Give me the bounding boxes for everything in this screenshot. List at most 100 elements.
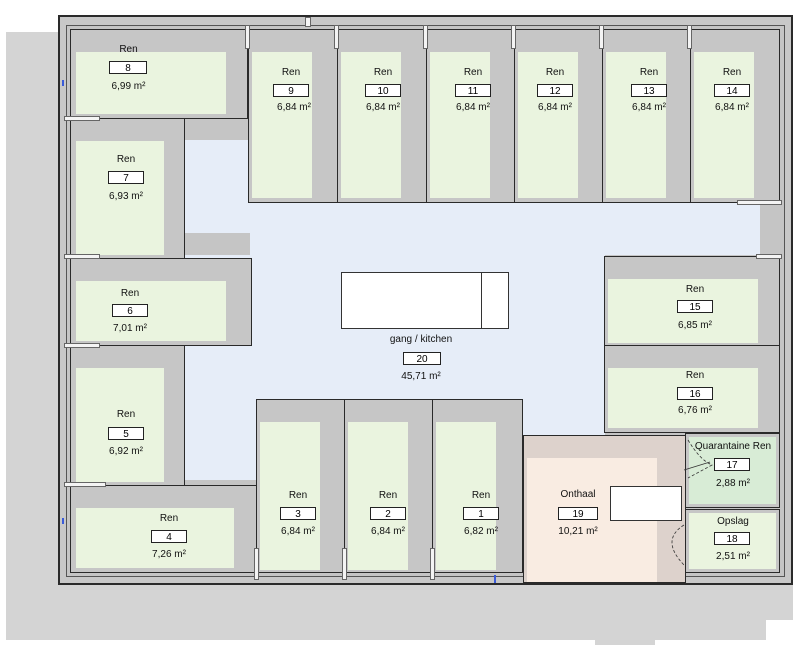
room-area: 2,88 m² xyxy=(716,478,750,489)
room-area: 6,84 m² xyxy=(632,102,666,113)
room-number: 17 xyxy=(714,458,750,471)
room-name: Ren xyxy=(119,44,138,55)
room-area: 6,93 m² xyxy=(109,191,143,202)
room-area: 6,99 m² xyxy=(111,81,146,92)
room-name: Ren xyxy=(120,288,140,299)
room-area: 6,85 m² xyxy=(678,320,712,331)
room-area: 45,71 m² xyxy=(401,371,441,382)
marker xyxy=(62,80,64,86)
room-number: 3 xyxy=(280,507,316,520)
room-name: Onthaal xyxy=(560,489,596,500)
kitchen-counter-end xyxy=(481,272,509,329)
room-2: Ren 2 6,84 m² xyxy=(344,399,434,573)
room-number: 18 xyxy=(714,532,750,545)
room-number: 6 xyxy=(112,304,148,317)
room-number: 10 xyxy=(365,84,401,97)
room-5: Ren 5 6,92 m² xyxy=(70,345,185,487)
room-17: Quarantaine Ren 17 2,88 m² xyxy=(685,433,780,508)
room-name: Ren xyxy=(378,490,398,501)
marker xyxy=(62,518,64,524)
room-area: 6,84 m² xyxy=(371,526,405,537)
door-jamb xyxy=(305,17,311,27)
room-area: 6,92 m² xyxy=(109,446,143,457)
building-shadow xyxy=(6,32,58,602)
door-arc xyxy=(687,439,713,479)
room-area: 6,84 m² xyxy=(715,102,749,113)
door-leaf xyxy=(683,461,711,471)
room-number: 20 xyxy=(403,352,441,365)
room-number: 12 xyxy=(537,84,573,97)
room-number: 15 xyxy=(677,300,713,313)
door-jamb xyxy=(423,25,428,49)
room-18: Opslag 18 2,51 m² xyxy=(685,509,780,573)
room-area: 2,51 m² xyxy=(716,551,750,562)
room-number: 14 xyxy=(714,84,750,97)
room-name: Ren xyxy=(116,409,136,420)
room-number: 4 xyxy=(151,530,187,543)
room-area: 6,84 m² xyxy=(366,102,400,113)
building-shadow xyxy=(595,600,655,645)
room-area: 10,21 m² xyxy=(558,526,598,537)
room-area: 7,01 m² xyxy=(113,323,147,334)
door-jamb xyxy=(599,25,604,49)
door-jamb xyxy=(511,25,516,49)
room-10: Ren 10 6,84 m² xyxy=(337,29,427,203)
room-name: Ren xyxy=(281,67,301,78)
window xyxy=(64,482,106,487)
window xyxy=(64,343,100,348)
kitchen-counter xyxy=(341,272,483,329)
room-number: 16 xyxy=(677,387,713,400)
room-3: Ren 3 6,84 m² xyxy=(256,399,346,573)
room-16: Ren 16 6,76 m² xyxy=(604,345,780,433)
corridor-floor xyxy=(185,340,260,480)
room-area: 6,76 m² xyxy=(678,405,712,416)
room-7: Ren 7 6,93 m² xyxy=(70,118,185,260)
room-15: Ren 15 6,85 m² xyxy=(604,256,780,346)
room-number: 7 xyxy=(108,171,144,184)
room-13: Ren 13 6,84 m² xyxy=(602,29,692,203)
room-1: Ren 1 6,82 m² xyxy=(432,399,523,573)
room-name: Quarantaine Ren xyxy=(694,441,772,452)
room-name: Ren xyxy=(722,67,742,78)
room-number: 11 xyxy=(455,84,491,97)
window xyxy=(64,116,100,121)
room-area: 6,84 m² xyxy=(277,102,311,113)
room-area: 7,26 m² xyxy=(152,549,186,560)
room-name: Ren xyxy=(545,67,565,78)
door-jamb xyxy=(430,548,435,580)
room-number: 9 xyxy=(273,84,309,97)
room-name: Ren xyxy=(639,67,659,78)
room-name: Ren xyxy=(463,67,483,78)
door-jamb xyxy=(254,548,259,580)
room-number: 8 xyxy=(109,61,147,74)
reception-desk xyxy=(610,486,682,521)
door-jamb xyxy=(245,25,250,49)
room-name: gang / kitchen xyxy=(389,334,453,345)
window xyxy=(737,200,782,205)
room-name: Ren xyxy=(685,284,705,295)
room-area: 6,84 m² xyxy=(456,102,490,113)
door-arc xyxy=(671,524,685,566)
door-jamb xyxy=(687,25,692,49)
room-6: Ren 6 7,01 m² xyxy=(70,258,252,346)
room-number: 5 xyxy=(108,427,144,440)
room-8: Ren 8 6,99 m² xyxy=(70,29,248,119)
room-number: 1 xyxy=(463,507,499,520)
room-name: Ren xyxy=(373,67,393,78)
room-area: 6,82 m² xyxy=(464,526,498,537)
room-number: 13 xyxy=(631,84,667,97)
room-name: Ren xyxy=(116,154,136,165)
window xyxy=(756,254,782,259)
room-19: Onthaal 19 10,21 m² xyxy=(523,435,686,583)
building-shadow xyxy=(760,585,793,620)
room-name: Ren xyxy=(159,513,179,524)
room-number: 19 xyxy=(558,507,598,520)
room-12: Ren 12 6,84 m² xyxy=(514,29,604,203)
room-name: Opslag xyxy=(717,516,749,527)
room-name: Ren xyxy=(471,490,491,501)
room-name: Ren xyxy=(685,370,705,381)
corridor-floor xyxy=(520,255,605,435)
room-area: 6,84 m² xyxy=(281,526,315,537)
marker xyxy=(494,575,496,583)
